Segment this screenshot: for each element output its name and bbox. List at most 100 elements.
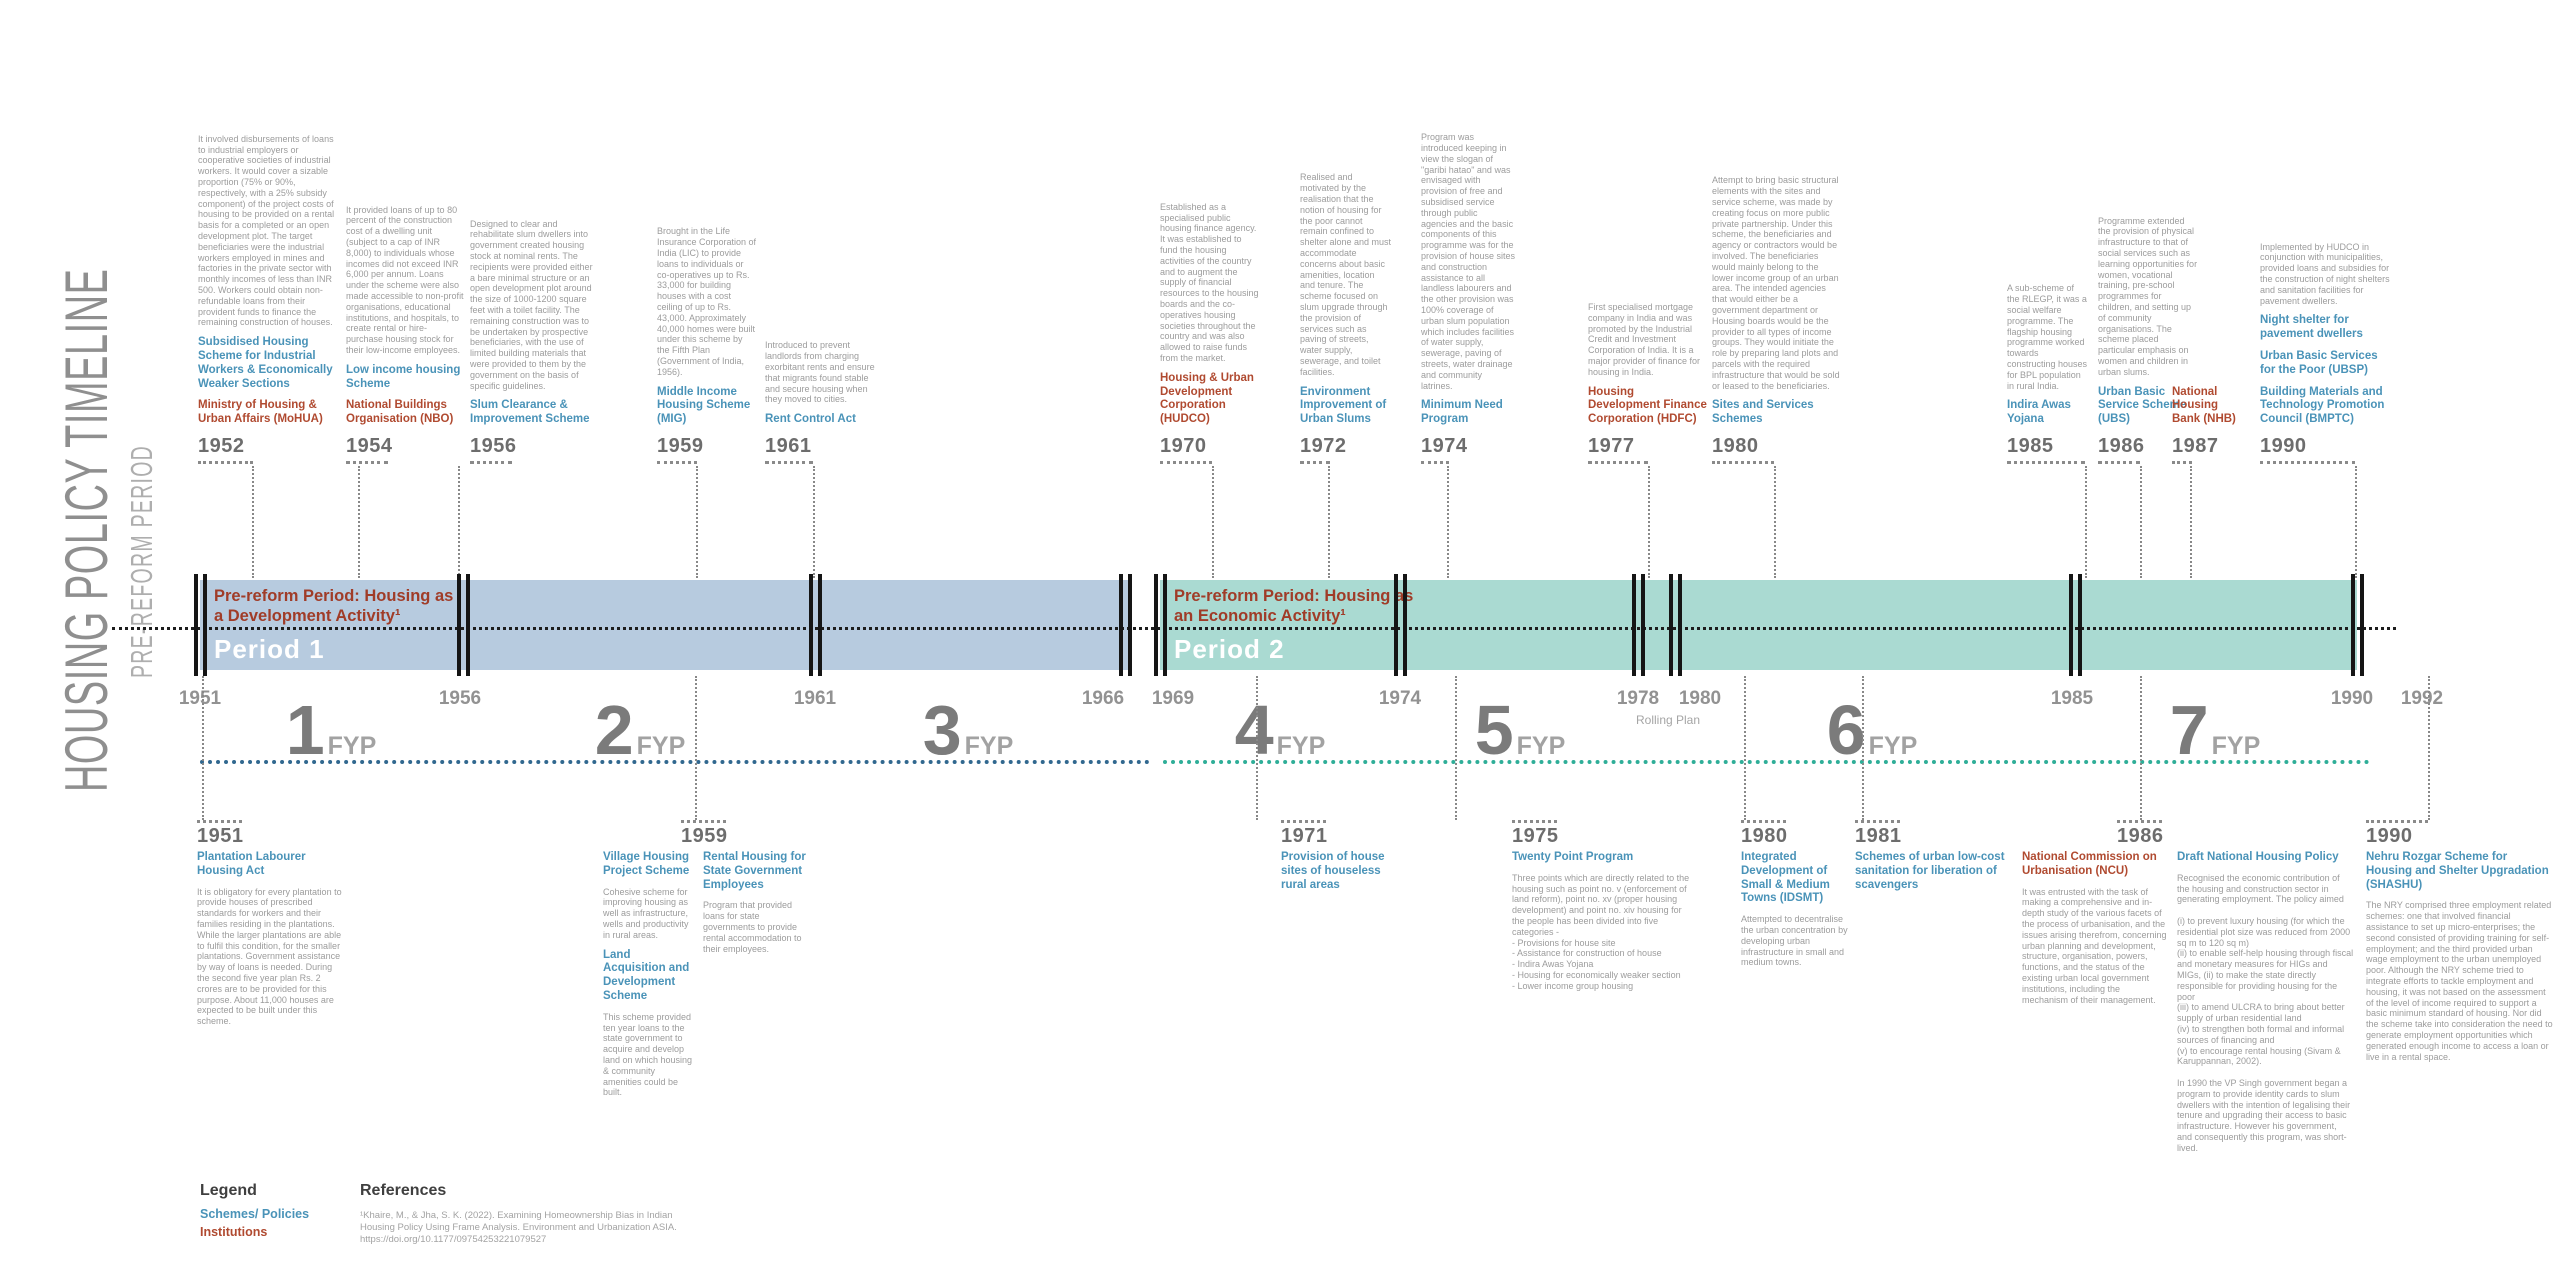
- fyp-suffix: FYP: [327, 732, 377, 760]
- dotted-underline: [197, 820, 242, 823]
- event-description: Three points which are directly related …: [1512, 872, 1690, 991]
- timeline-mark-1961: [809, 574, 822, 676]
- event-year: 1972: [1300, 435, 1347, 457]
- event-description: Program that provided loans for state go…: [703, 900, 802, 954]
- institution-label: Housing Development Finance Corporation …: [1588, 385, 1707, 426]
- axis-year: 1974: [1378, 688, 1422, 709]
- event-description: It involved disbursements of loans to in…: [198, 133, 335, 328]
- legend: Legend Schemes/ Policies Institutions: [200, 1182, 309, 1244]
- dotted-underline: [1588, 461, 1648, 464]
- scheme-label: Village Housing Project Scheme: [603, 851, 690, 877]
- axis-year: 1978: [1616, 688, 1660, 709]
- timeline-mark-1978: [1632, 574, 1645, 676]
- page-title: HOUSING POLICY TIMELINE: [53, 268, 120, 792]
- event-year: 1980: [1712, 435, 1759, 457]
- dotted-connector: [1256, 676, 1258, 820]
- fyp-suffix: FYP: [1868, 732, 1918, 760]
- dotted-connector: [2140, 676, 2142, 820]
- dotted-connector: [1212, 466, 1214, 578]
- scheme-label: Schemes of urban low-cost sanitation for…: [1855, 851, 2005, 891]
- scheme-label: Nehru Rozgar Scheme for Housing and Shel…: [2366, 851, 2549, 891]
- event-1987-note: National Housing Bank (NHB) 1987: [2172, 386, 2240, 464]
- dotted-connector: [2085, 466, 2087, 578]
- event-1951-note: 1951 Plantation Labourer Housing Act It …: [197, 820, 347, 1035]
- timeline-mark-1990: [2351, 574, 2364, 676]
- event-year: 1959: [657, 435, 704, 457]
- scheme-label: Rent Control Act: [765, 413, 856, 426]
- axis-year: 1985: [2050, 688, 2094, 709]
- event-1986-bottom-note: 1986 National Commission on Urbanisation…: [2022, 820, 2354, 1162]
- event-year: 1959: [681, 825, 728, 847]
- scheme-label: Urban Basic Services for the Poor (UBSP): [2260, 350, 2378, 376]
- event-year: 1975: [1512, 825, 1559, 847]
- axis-year: 1966: [1081, 688, 1125, 709]
- timeline-mark-1951: [194, 574, 207, 676]
- scheme-label: Slum Clearance & Improvement Scheme: [470, 399, 590, 426]
- fyp-number: 1: [285, 691, 325, 769]
- fyp-number: 3: [922, 691, 962, 769]
- event-1990-note: Implemented by HUDCO in conjunction with…: [2260, 242, 2394, 464]
- event-description: Recognised the economic contribution of …: [2177, 872, 2354, 1153]
- scheme-label: Indira Awas Yojana: [2007, 399, 2071, 426]
- scheme-label: Building Materials and Technology Promot…: [2260, 385, 2385, 426]
- dotted-underline: [657, 461, 697, 464]
- event-year: 1990: [2260, 435, 2307, 457]
- event-year: 1981: [1855, 825, 1902, 847]
- dotted-connector: [1744, 676, 1746, 820]
- scheme-label: Plantation Labourer Housing Act: [197, 851, 306, 877]
- dotted-underline: [2117, 820, 2162, 823]
- timeline-mark-1956: [457, 574, 470, 676]
- event-1990-bottom-note: 1990 Nehru Rozgar Scheme for Housing and…: [2366, 820, 2554, 1070]
- timeline-mark-1974: [1394, 574, 1407, 676]
- event-year: 1986: [2098, 435, 2145, 457]
- scheme-label: Night shelter for pavement dwellers: [2260, 314, 2363, 341]
- event-1959-note: Brought in the Life Insurance Corporatio…: [657, 226, 757, 464]
- event-year: 1977: [1588, 435, 1635, 457]
- dotted-underline: [1712, 461, 1774, 464]
- event-year: 1987: [2172, 435, 2219, 457]
- period-2-name: Period 2: [1174, 634, 1285, 664]
- dotted-connector: [1774, 466, 1776, 578]
- event-description: Brought in the Life Insurance Corporatio…: [657, 226, 757, 377]
- fyp-dotted-row-period1: [200, 760, 1150, 764]
- fyp-suffix: FYP: [1276, 732, 1326, 760]
- event-description: It is obligatory for every plantation to…: [197, 886, 342, 1027]
- timeline-dotted-axis: [112, 627, 2396, 630]
- axis-year: 1969: [1151, 688, 1195, 709]
- event-1981-note: 1981 Schemes of urban low-cost sanitatio…: [1855, 820, 2015, 900]
- event-description: Program was introduced keeping in view t…: [1421, 132, 1516, 391]
- reference-citation: ¹Khaire, M., & Jha, S. K. (2022). Examin…: [360, 1209, 677, 1245]
- dotted-connector: [813, 466, 815, 578]
- dotted-connector: [458, 466, 460, 578]
- page-subtitle: PRE-REFORM PERIOD: [124, 444, 159, 678]
- event-year: 1971: [1281, 825, 1328, 847]
- event-year: 1961: [765, 435, 812, 457]
- dotted-connector: [2190, 466, 2192, 578]
- fyp-dotted-row-period2: [1163, 760, 2370, 764]
- event-1952-note: It involved disbursements of loans to in…: [198, 134, 338, 464]
- dotted-underline: [346, 461, 388, 464]
- dotted-connector: [1862, 676, 1864, 820]
- event-description: Attempted to decentralise the urban conc…: [1741, 914, 1848, 968]
- dotted-underline: [1160, 461, 1212, 464]
- event-1954-note: It provided loans of up to 80 percent of…: [346, 205, 464, 464]
- scheme-label: Integrated Development of Small & Medium…: [1741, 851, 1830, 905]
- scheme-label: Rental Housing for State Government Empl…: [703, 851, 806, 891]
- dotted-connector: [1455, 676, 1457, 820]
- dotted-connector: [2355, 466, 2357, 578]
- scheme-label: Provision of house sites of houseless ru…: [1281, 851, 1385, 891]
- event-1974-note: Program was introduced keeping in view t…: [1421, 132, 1516, 464]
- dotted-underline: [1512, 820, 1557, 823]
- event-description: The NRY comprised three employment relat…: [2366, 900, 2553, 1062]
- fyp-number: 4: [1234, 691, 1274, 769]
- event-year: 1970: [1160, 435, 1207, 457]
- dotted-connector: [2428, 676, 2430, 820]
- scheme-label: Middle Income Housing Scheme (MIG): [657, 385, 751, 426]
- event-description: Attempt to bring basic structural elemen…: [1712, 175, 1840, 391]
- event-1972-note: Realised and motivated by the realisatio…: [1300, 172, 1392, 464]
